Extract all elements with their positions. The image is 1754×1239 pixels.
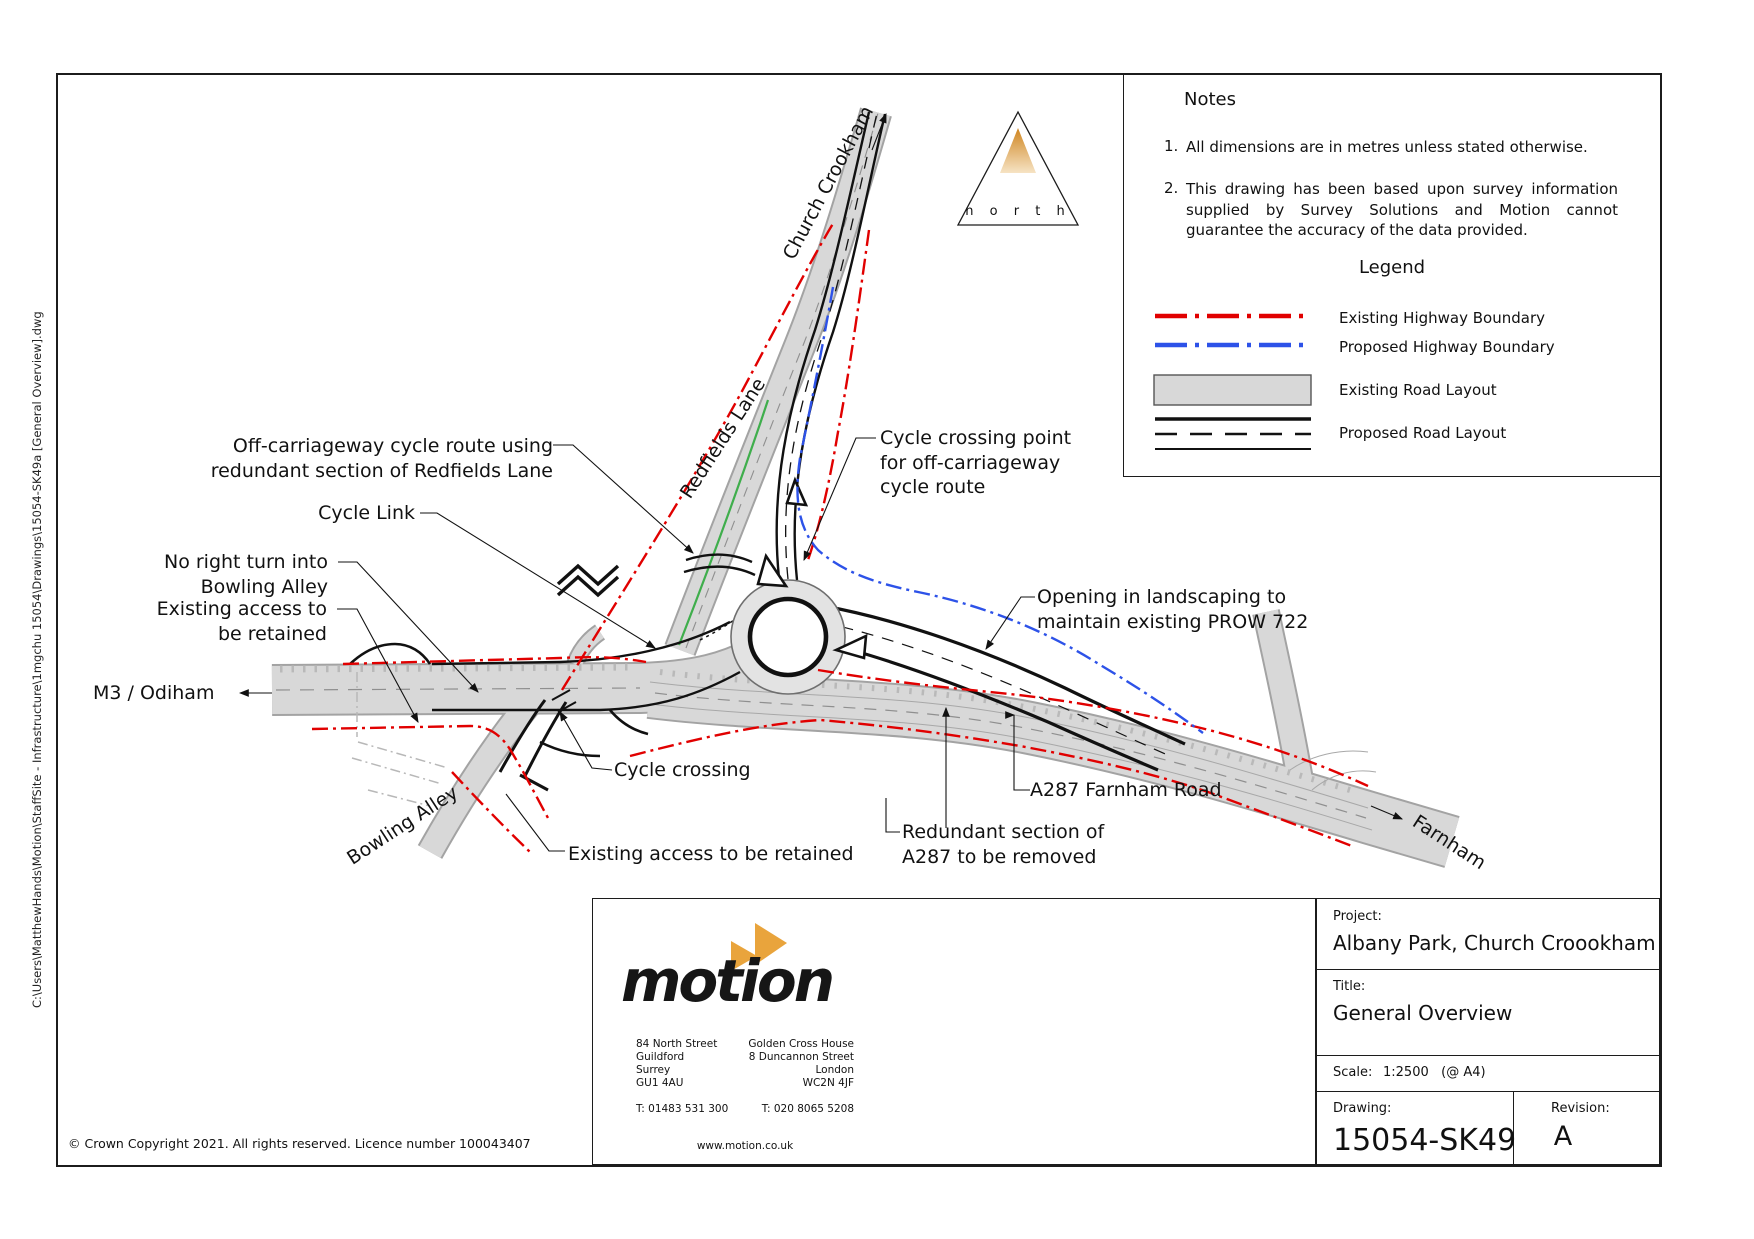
titleblock-divider-revision bbox=[1513, 1091, 1515, 1164]
label-cycle-link: Cycle Link bbox=[318, 502, 415, 524]
north-arrow-icon bbox=[956, 110, 1080, 226]
title-value: General Overview bbox=[1333, 1001, 1513, 1025]
office-address-london: Golden Cross House 8 Duncannon Street Lo… bbox=[748, 1038, 854, 1089]
label-m3-odiham: M3 / Odiham bbox=[93, 682, 215, 704]
copyright-notice: © Crown Copyright 2021. All rights reser… bbox=[68, 1136, 531, 1151]
titleblock-divider-title bbox=[1315, 1055, 1659, 1057]
existing-highway-boundary bbox=[311, 221, 1369, 853]
legend-label-existing-road: Existing Road Layout bbox=[1339, 381, 1497, 399]
label-no-right-turn: No right turn into Bowling Alley bbox=[163, 551, 328, 598]
scale-value: 1:2500 (@ A4) bbox=[1383, 1065, 1486, 1080]
label-opening-landscaping: Opening in landscaping to maintain exist… bbox=[1037, 586, 1309, 633]
notes-heading: Notes bbox=[1184, 89, 1236, 110]
legend-symbol-existing-boundary bbox=[1155, 313, 1311, 319]
revision-label: Revision: bbox=[1551, 1101, 1610, 1116]
project-label: Project: bbox=[1333, 909, 1382, 924]
cycle-route-line bbox=[677, 399, 770, 646]
label-cycle-crossing-point: Cycle crossing point for off-carriageway… bbox=[880, 427, 1072, 498]
label-off-carriageway: Off-carriageway cycle route using redund… bbox=[210, 435, 553, 482]
roundabout bbox=[730, 579, 846, 695]
label-a287: A287 Farnham Road bbox=[1030, 779, 1222, 801]
motion-logo-icon bbox=[731, 923, 787, 971]
website: www.motion.co.uk bbox=[696, 1140, 794, 1152]
titleblock-divider-scale bbox=[1315, 1091, 1659, 1093]
label-cycle-crossing: Cycle crossing bbox=[614, 759, 751, 781]
file-path: C:\Users\MatthewHands\Motion\StaffSite -… bbox=[30, 311, 44, 1008]
note-2-text: This drawing has been based upon survey … bbox=[1186, 180, 1618, 239]
office-address-guildford: 84 North Street Guildford Surrey GU1 4AU bbox=[636, 1038, 718, 1089]
project-value: Albany Park, Church Croookham bbox=[1333, 931, 1656, 955]
existing-road-details bbox=[275, 112, 1377, 831]
label-existing-access-bottom: Existing access to be retained bbox=[568, 843, 854, 865]
drawing-label: Drawing: bbox=[1333, 1101, 1392, 1116]
note-1-number: 1. bbox=[1164, 137, 1179, 155]
legend-heading: Legend bbox=[1358, 257, 1426, 278]
label-existing-access-left: Existing access to be retained bbox=[156, 598, 327, 645]
note-1-text: All dimensions are in metres unless stat… bbox=[1186, 138, 1588, 156]
legend-label-proposed-boundary: Proposed Highway Boundary bbox=[1339, 338, 1555, 356]
proposed-highway-boundary bbox=[796, 286, 1204, 734]
leader-lines bbox=[238, 112, 1404, 852]
scale-label: Scale: bbox=[1333, 1065, 1373, 1080]
legend-label-existing-boundary: Existing Highway Boundary bbox=[1339, 309, 1546, 327]
titleblock-divider-project bbox=[1315, 969, 1659, 971]
sheet-frame bbox=[56, 73, 1662, 1167]
titleblock-vertical-divider bbox=[1315, 899, 1317, 1164]
legend-symbol-proposed-boundary bbox=[1155, 342, 1311, 348]
north-arrow-label: n o r t h bbox=[965, 204, 1071, 219]
motion-logo-text: motion bbox=[621, 947, 835, 1015]
legend-label-proposed-road: Proposed Road Layout bbox=[1339, 424, 1507, 442]
title-label: Title: bbox=[1333, 979, 1366, 994]
phone-guildford: T: 01483 531 300 bbox=[636, 1103, 729, 1115]
drawing-number: 15054-SK49 bbox=[1333, 1123, 1517, 1158]
note-2-number: 2. bbox=[1164, 179, 1179, 197]
legend-symbol-existing-road bbox=[1153, 374, 1312, 406]
revision-value: A bbox=[1553, 1121, 1573, 1152]
notes-legend-panel: Notes 1. All dimensions are in metres un… bbox=[1123, 75, 1660, 477]
label-redundant-section: Redundant section of A287 to be removed bbox=[902, 821, 1105, 868]
legend-symbol-proposed-road bbox=[1155, 417, 1311, 450]
phone-london: T: 020 8065 5208 bbox=[761, 1103, 854, 1115]
title-block: motion 84 North Street Guildford Surrey … bbox=[592, 898, 1660, 1165]
